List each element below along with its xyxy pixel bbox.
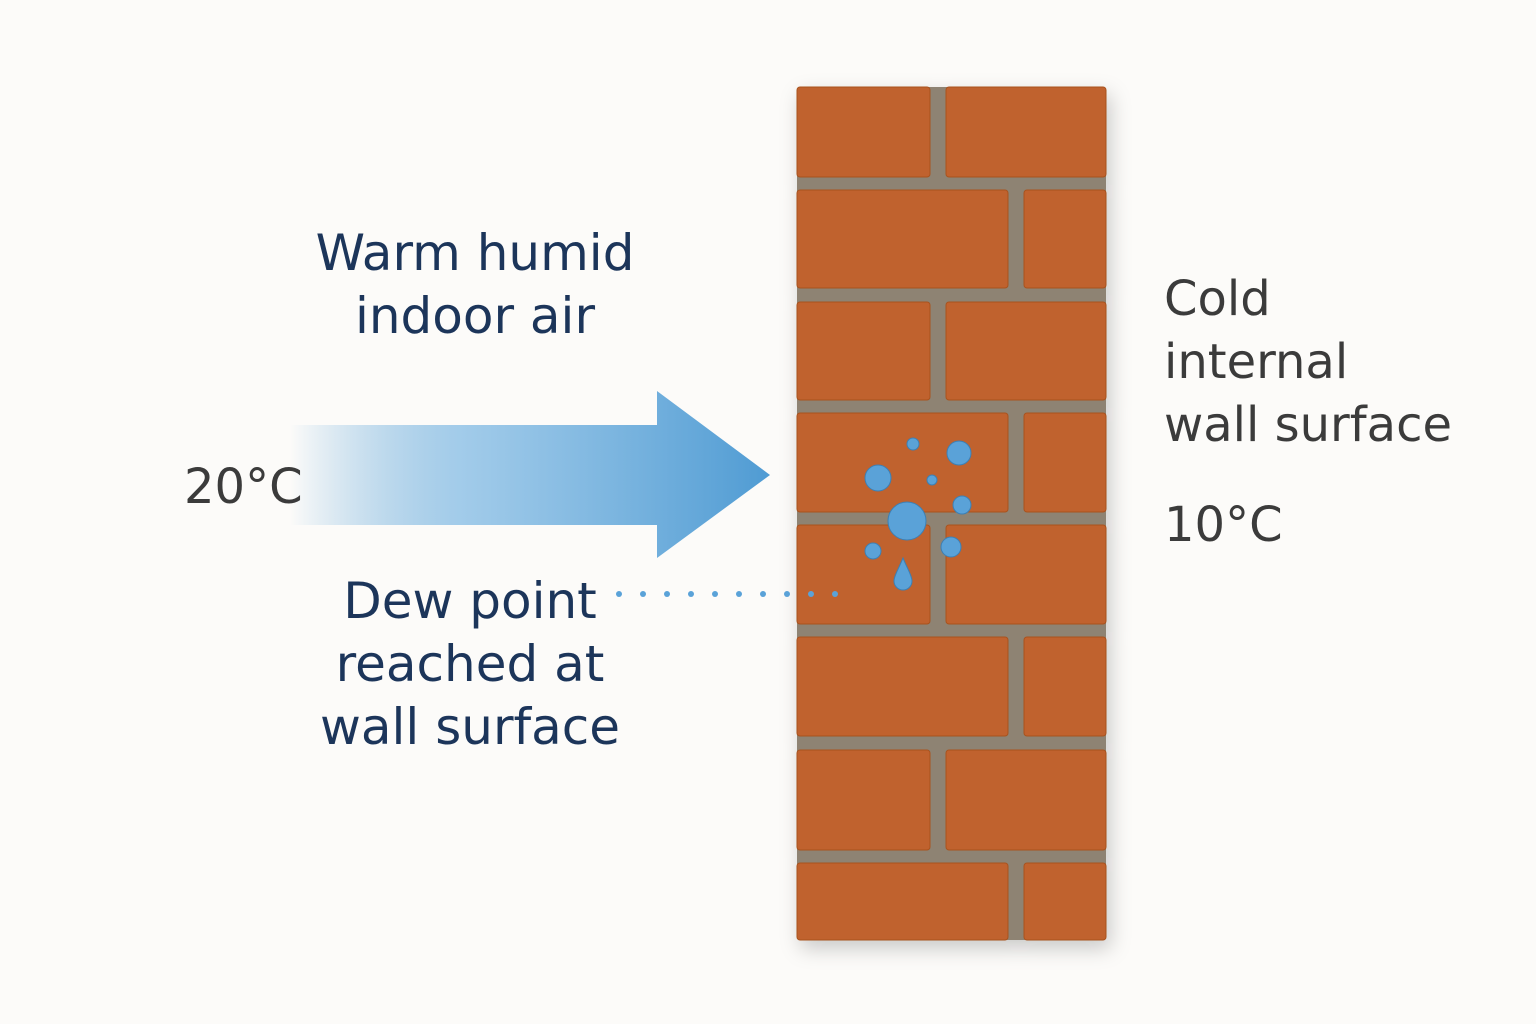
brick <box>1023 189 1107 289</box>
cold-wall-label: Cold internal wall surface <box>1164 268 1452 457</box>
leader-dot <box>784 591 790 597</box>
cold-wall-line2: internal <box>1164 334 1349 390</box>
brick <box>796 412 1009 513</box>
water-drop <box>893 556 913 591</box>
leader-dot <box>688 591 694 597</box>
water-droplet <box>887 501 927 541</box>
water-droplet <box>940 536 962 558</box>
dotted-leader-line <box>616 591 838 597</box>
brick <box>796 301 931 401</box>
brick <box>945 86 1107 178</box>
brick <box>1023 636 1107 737</box>
brick <box>796 749 931 851</box>
leader-dot <box>664 591 670 597</box>
leader-dot <box>832 591 838 597</box>
brick <box>1023 412 1107 513</box>
warm-air-line1: Warm humid <box>315 224 635 282</box>
wall-temperature: 10°C <box>1164 497 1283 553</box>
brick <box>945 301 1107 401</box>
cold-wall-line3: wall surface <box>1164 397 1452 453</box>
water-droplet <box>952 495 972 515</box>
indoor-temperature: 20°C <box>184 459 303 515</box>
brick <box>796 636 1009 737</box>
brick <box>796 86 931 178</box>
brick <box>945 524 1107 625</box>
airflow-arrow <box>290 391 770 558</box>
water-droplet <box>926 474 938 486</box>
brick <box>1023 862 1107 941</box>
warm-air-line2: indoor air <box>354 287 596 345</box>
leader-dot <box>736 591 742 597</box>
water-droplet <box>864 542 882 560</box>
brick <box>796 862 1009 941</box>
brick-wall <box>796 86 1107 941</box>
dew-point-label: Dew point reached at wall surface <box>300 570 640 759</box>
leader-dot <box>808 591 814 597</box>
leader-dot <box>640 591 646 597</box>
water-droplet <box>946 440 972 466</box>
leader-dot <box>712 591 718 597</box>
leader-dot <box>760 591 766 597</box>
brick <box>945 749 1107 851</box>
brick <box>796 524 931 625</box>
dew-line3: wall surface <box>320 698 620 756</box>
water-droplet <box>864 464 892 492</box>
warm-air-label: Warm humid indoor air <box>300 222 650 348</box>
brick <box>796 189 1009 289</box>
cold-wall-line1: Cold <box>1164 271 1271 327</box>
condensation-droplets <box>864 437 972 591</box>
dew-line1: Dew point <box>343 572 597 630</box>
water-droplet <box>906 437 920 451</box>
leader-dot <box>616 591 622 597</box>
dew-line2: reached at <box>335 635 605 693</box>
